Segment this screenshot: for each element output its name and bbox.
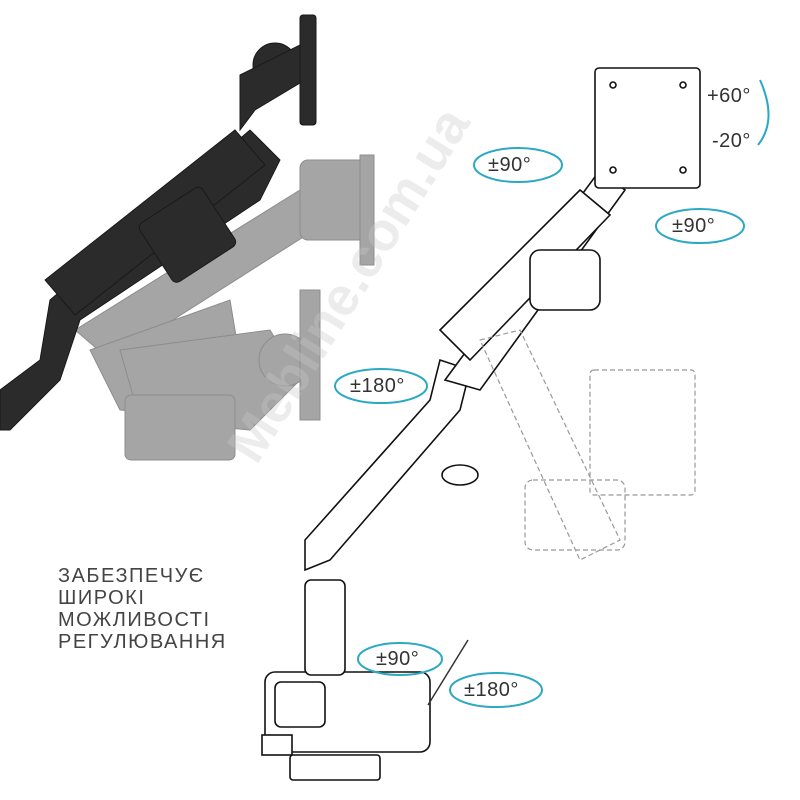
caption-line: РЕГУЛЮВАННЯ [58,631,227,653]
ghost-arm [74,154,375,461]
tilt-up-label: +60° [707,85,751,107]
caption-line: МОЖЛИВОСТІ [58,609,211,631]
elbow-rotation-label: ±180° [350,375,405,397]
head-swivel-right-label: ±90° [672,215,716,237]
caption-line: ЗАБЕЗПЕЧУЄ [58,565,205,587]
head-swivel-left-label: ±90° [488,154,532,176]
caption-line: ШИРОКІ [58,587,146,609]
base-rotation-label: ±180° [464,679,519,701]
base-arm-rotation-label: ±90° [376,648,420,670]
line-arm [261,67,701,781]
dashed-ghost-arm [479,329,696,561]
tilt-down-label: -20° [712,130,751,152]
rotation-arrows [334,79,770,708]
caption: ЗАБЕЗПЕЧУЄ ШИРОКІ МОЖЛИВОСТІ РЕГУЛЮВАННЯ [58,565,227,653]
divider-line [427,639,469,706]
dark-arm [0,14,317,431]
